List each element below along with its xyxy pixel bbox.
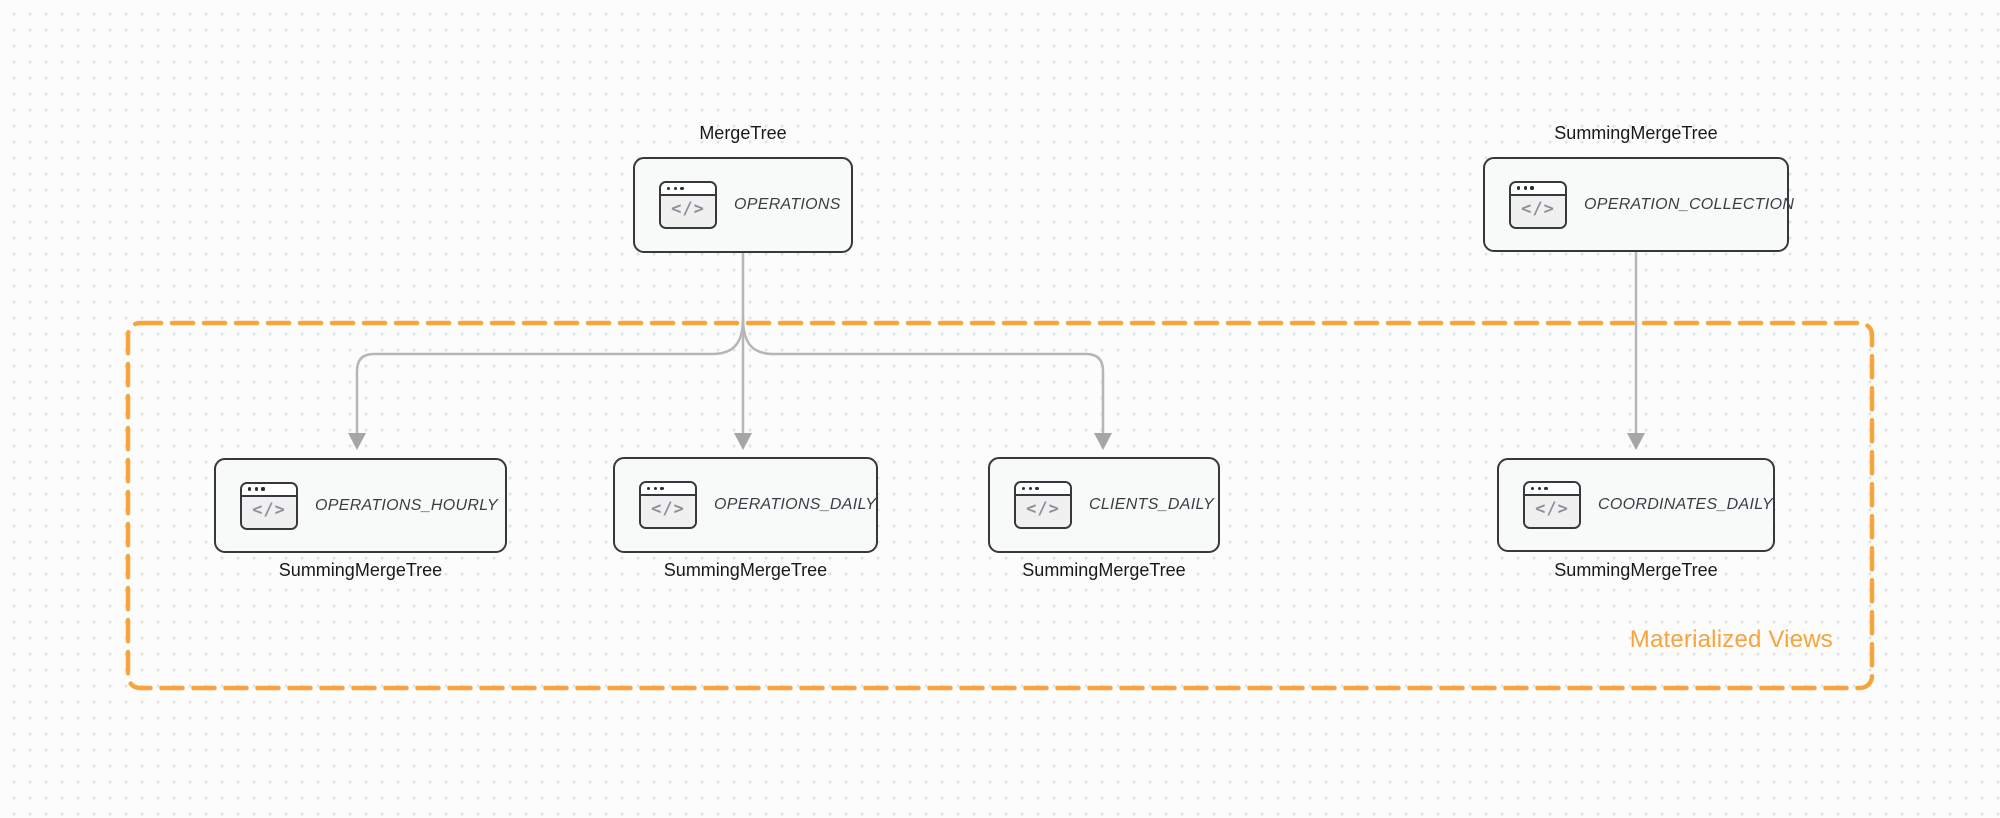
window-header xyxy=(242,483,296,497)
arrowhead-coordinates-daily xyxy=(1627,433,1645,450)
node-label: OPERATIONS_HOURLY xyxy=(315,496,498,514)
code-window-icon: </> xyxy=(1523,481,1581,529)
engine-label-operations-hourly: SummingMergeTree xyxy=(278,560,443,580)
engine-label-operations: MergeTree xyxy=(699,123,787,143)
window-dot xyxy=(1531,486,1535,491)
window-header xyxy=(1016,483,1070,496)
window-header xyxy=(661,183,715,196)
window-dot xyxy=(1523,186,1527,190)
code-window-icon: </> xyxy=(659,181,717,229)
code-glyph: </> xyxy=(242,496,296,528)
edge-operations-to-operations-hourly xyxy=(355,317,745,434)
window-dot xyxy=(667,186,671,191)
node-label: OPERATIONS_DAILY xyxy=(714,496,877,513)
edge-operations-to-clients-daily xyxy=(741,317,1105,434)
table-node-operations-hourly: </> OPERATIONS_HOURLY xyxy=(214,458,507,553)
code-glyph: </> xyxy=(641,496,695,527)
code-window-icon: </> xyxy=(1014,481,1072,529)
code-window-icon: </> xyxy=(639,481,697,529)
window-dot xyxy=(680,186,684,191)
window-dot xyxy=(1544,486,1548,491)
code-glyph: </> xyxy=(1016,496,1070,527)
window-dot xyxy=(1517,186,1521,190)
engine-label-operation-collection: SummingMergeTree xyxy=(1554,123,1718,143)
table-node-operations: </> OPERATIONS xyxy=(633,157,853,253)
table-node-clients-daily: </> CLIENTS_DAILY xyxy=(988,457,1220,553)
engine-label-operations-daily: SummingMergeTree xyxy=(663,560,828,580)
code-glyph: </> xyxy=(1525,496,1579,527)
table-node-operations-daily: </> OPERATIONS_DAILY xyxy=(613,457,878,553)
engine-label-coordinates-daily: SummingMergeTree xyxy=(1554,560,1718,580)
materialized-views-group-label: Materialized Views xyxy=(1629,626,1833,653)
code-window-icon: </> xyxy=(1509,180,1567,229)
node-label: COORDINATES_DAILY xyxy=(1598,496,1773,513)
arrowhead-operations-daily xyxy=(734,433,752,450)
window-dot xyxy=(1530,186,1534,190)
window-dot xyxy=(673,186,677,191)
engine-label-clients-daily: SummingMergeTree xyxy=(1022,560,1186,580)
window-dot xyxy=(248,487,252,491)
node-label: OPERATIONS xyxy=(734,196,841,213)
node-label: OPERATION_COLLECTION xyxy=(1584,195,1795,213)
table-node-coordinates-daily: </> COORDINATES_DAILY xyxy=(1497,458,1775,552)
window-dot xyxy=(653,486,657,491)
table-node-operation-collection: </> OPERATION_COLLECTION xyxy=(1483,157,1794,252)
arrowhead-clients-daily xyxy=(1094,433,1112,450)
window-header xyxy=(1511,182,1565,196)
window-dot xyxy=(1035,486,1039,491)
code-glyph: </> xyxy=(661,196,715,227)
code-window-icon: </> xyxy=(240,481,298,530)
arrowhead-operations-hourly xyxy=(348,433,366,450)
window-dot xyxy=(254,487,258,491)
window-dot xyxy=(660,486,664,491)
window-header xyxy=(641,483,695,496)
window-dot xyxy=(1022,486,1026,491)
code-glyph: </> xyxy=(1511,195,1565,227)
window-dot xyxy=(647,486,651,491)
window-dot xyxy=(1028,486,1032,491)
window-dot xyxy=(1537,486,1541,491)
window-dot xyxy=(261,487,265,491)
node-label: CLIENTS_DAILY xyxy=(1089,496,1215,513)
window-header xyxy=(1525,483,1579,496)
